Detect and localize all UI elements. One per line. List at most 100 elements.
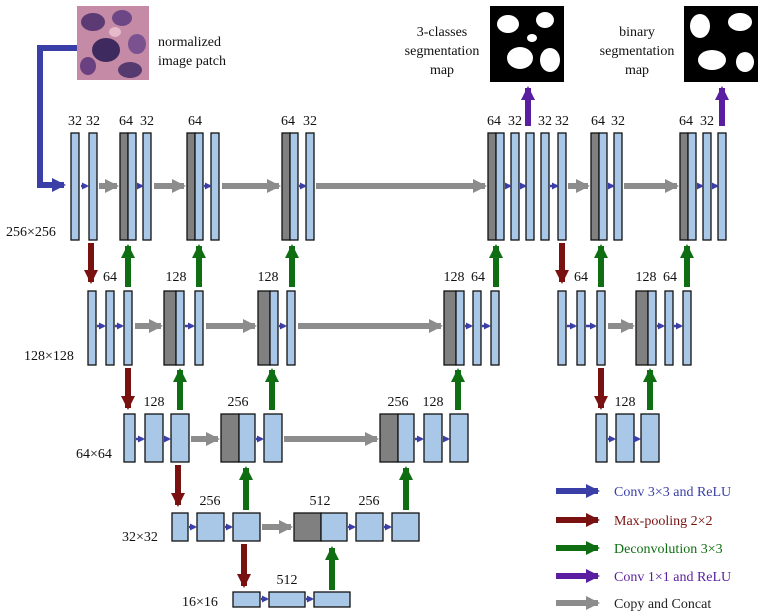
block [196,512,225,542]
block [717,132,727,241]
block [379,413,399,463]
legend-copy-label: Copy and Concat [614,597,711,612]
block [286,290,296,366]
block [540,132,550,241]
block [525,132,535,241]
block [171,512,189,542]
channel-label: 32 [140,114,154,129]
binary-segmentation-map [684,6,758,82]
channel-label: 256 [359,494,380,509]
resolution-64: 64×64 [76,447,112,462]
block [269,290,279,366]
channel-label: 128 [423,395,444,410]
block [163,290,177,366]
decoder-level-3 [379,413,660,463]
block [490,290,500,366]
block [238,413,256,463]
channel-label: 64 [487,114,501,129]
channel-labels-row1: 32 32 64 32 64 64 32 64 32 32 32 64 32 6… [68,114,714,129]
block [123,413,136,463]
decoder-level-4 [293,512,420,542]
decoder-level-1 [487,132,727,241]
decoder-level-2 [443,290,692,366]
legend: Conv 3×3 and ReLU Max-pooling 2×2 Deconv… [556,484,731,612]
legend-conv-label: Conv 3×3 and ReLU [614,485,731,500]
block [268,591,306,608]
block [635,290,649,366]
block [232,591,261,608]
block [397,413,415,463]
resolution-128: 128×128 [24,349,74,364]
block [232,512,261,542]
block [596,290,606,366]
channel-label: 32 [700,114,714,129]
channel-label: 64 [663,270,677,285]
block [70,132,80,241]
channel-labels-row2: 64 128 128 128 64 64 128 64 [103,270,677,285]
histology-image-patch [77,6,149,80]
block [305,132,315,241]
block [320,512,348,542]
channel-label: 32 [508,114,522,129]
block [170,413,190,463]
block [194,290,204,366]
channel-label: 256 [388,395,409,410]
channel-label: 64 [591,114,605,129]
channel-label: 128 [615,395,636,410]
block [510,132,520,241]
channel-label: 64 [574,270,588,285]
block [194,132,204,241]
block [472,290,482,366]
channel-label: 128 [636,270,657,285]
block [142,132,152,241]
channel-label: 32 [86,114,100,129]
encoder-level-4 [171,512,261,542]
block [449,413,469,463]
channel-label: 128 [144,395,165,410]
legend-maxpool-label: Max-pooling 2×2 [614,514,713,529]
binary-label-3: map [625,63,649,78]
input-path-arrow [37,45,77,192]
channel-label: 64 [119,114,133,129]
block [664,290,674,366]
block [487,132,497,241]
channel-label: 32 [68,114,82,129]
block [595,413,608,463]
block [175,290,185,366]
resolution-16: 16×16 [182,595,218,610]
block [127,132,137,241]
channel-label: 64 [103,270,117,285]
channel-label: 64 [679,114,693,129]
block [293,512,322,542]
block [455,290,465,366]
channel-label: 64 [471,270,485,285]
channel-label: 512 [277,573,298,588]
block [590,132,600,241]
block [281,132,291,241]
block [355,512,384,542]
block [576,290,586,366]
binary-label-1: binary [619,25,655,40]
block [257,290,271,366]
block [443,290,457,366]
channel-label: 256 [228,395,249,410]
channel-labels-row3: 128 256 256 128 128 [144,395,636,410]
block [144,413,164,463]
bottleneck-level [232,591,351,608]
block [679,132,689,241]
seg3-label-1: 3-classes [417,25,468,40]
block [687,132,697,241]
channel-label: 32 [611,114,625,129]
channel-label: 32 [555,114,569,129]
binary-label-2: segmentation [600,44,675,59]
block [640,413,660,463]
block [263,413,283,463]
block [613,132,623,241]
block [119,132,129,241]
channel-label: 32 [538,114,552,129]
seg3-label-3: map [430,63,454,78]
seg3-label-2: segmentation [405,44,480,59]
resolution-256: 256×256 [6,225,56,240]
image-patch-label-2: image patch [158,54,226,69]
channel-label: 64 [281,114,295,129]
